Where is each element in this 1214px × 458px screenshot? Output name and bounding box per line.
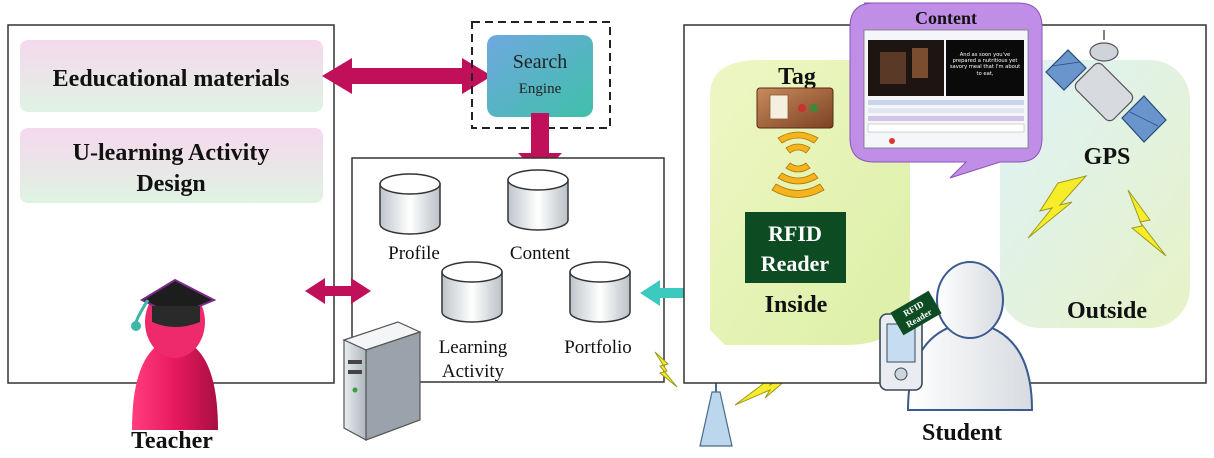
profile-label: Profile (388, 243, 440, 264)
content-screen-text-box: And as soon you've prepared a nutritious… (949, 52, 1021, 77)
teacher-database-arrow (305, 278, 371, 304)
outside-label: Outside (1067, 298, 1147, 324)
teacher-icon (131, 278, 218, 430)
content-bubble-title: Content (915, 8, 977, 28)
search-engine-label-line1: Search (513, 51, 567, 73)
profile-database-icon (379, 173, 441, 235)
content-db-label: Content (510, 243, 571, 264)
educational-materials-box (20, 40, 323, 112)
student-label: Student (922, 420, 1002, 446)
inside-label: Inside (765, 292, 828, 318)
server-icon (342, 321, 422, 442)
gps-label: GPS (1084, 144, 1131, 170)
lightning-icon (1127, 189, 1167, 257)
rfid-tag-icon (756, 87, 834, 129)
activity-design-label-line2: Design (136, 171, 205, 197)
educational-materials-label: Eeducational materials (53, 66, 290, 92)
rfid-reader-box (745, 212, 846, 283)
rfid-signal-icon (771, 131, 825, 198)
activity-design-label-line1: U-learning Activity (73, 140, 270, 166)
lightning-icon (654, 351, 678, 388)
tag-label: Tag (778, 64, 816, 90)
search-engine-label-line2: Engine (519, 81, 562, 97)
materials-search-arrow (322, 58, 492, 94)
teacher-label: Teacher (131, 428, 213, 454)
content-database-icon (507, 169, 569, 231)
rfid-reader-label-line1: RFID (768, 221, 822, 246)
gps-satellite-icon (1045, 30, 1167, 143)
content-screen (863, 29, 1029, 149)
rfid-reader-label-line2: Reader (761, 251, 830, 276)
content-screen-text: And as soon you've prepared a nutritious… (949, 52, 1021, 77)
portfolio-database-icon (569, 261, 631, 323)
search-engine-box (487, 35, 593, 117)
learning-activity-database-icon (441, 261, 503, 323)
portfolio-label: Portfolio (564, 337, 632, 358)
lightning-icon (1027, 175, 1088, 239)
learning-activity-label-line1: Learning (439, 337, 508, 358)
learning-activity-label-line2: Activity (442, 361, 505, 382)
activity-design-box (20, 128, 323, 203)
